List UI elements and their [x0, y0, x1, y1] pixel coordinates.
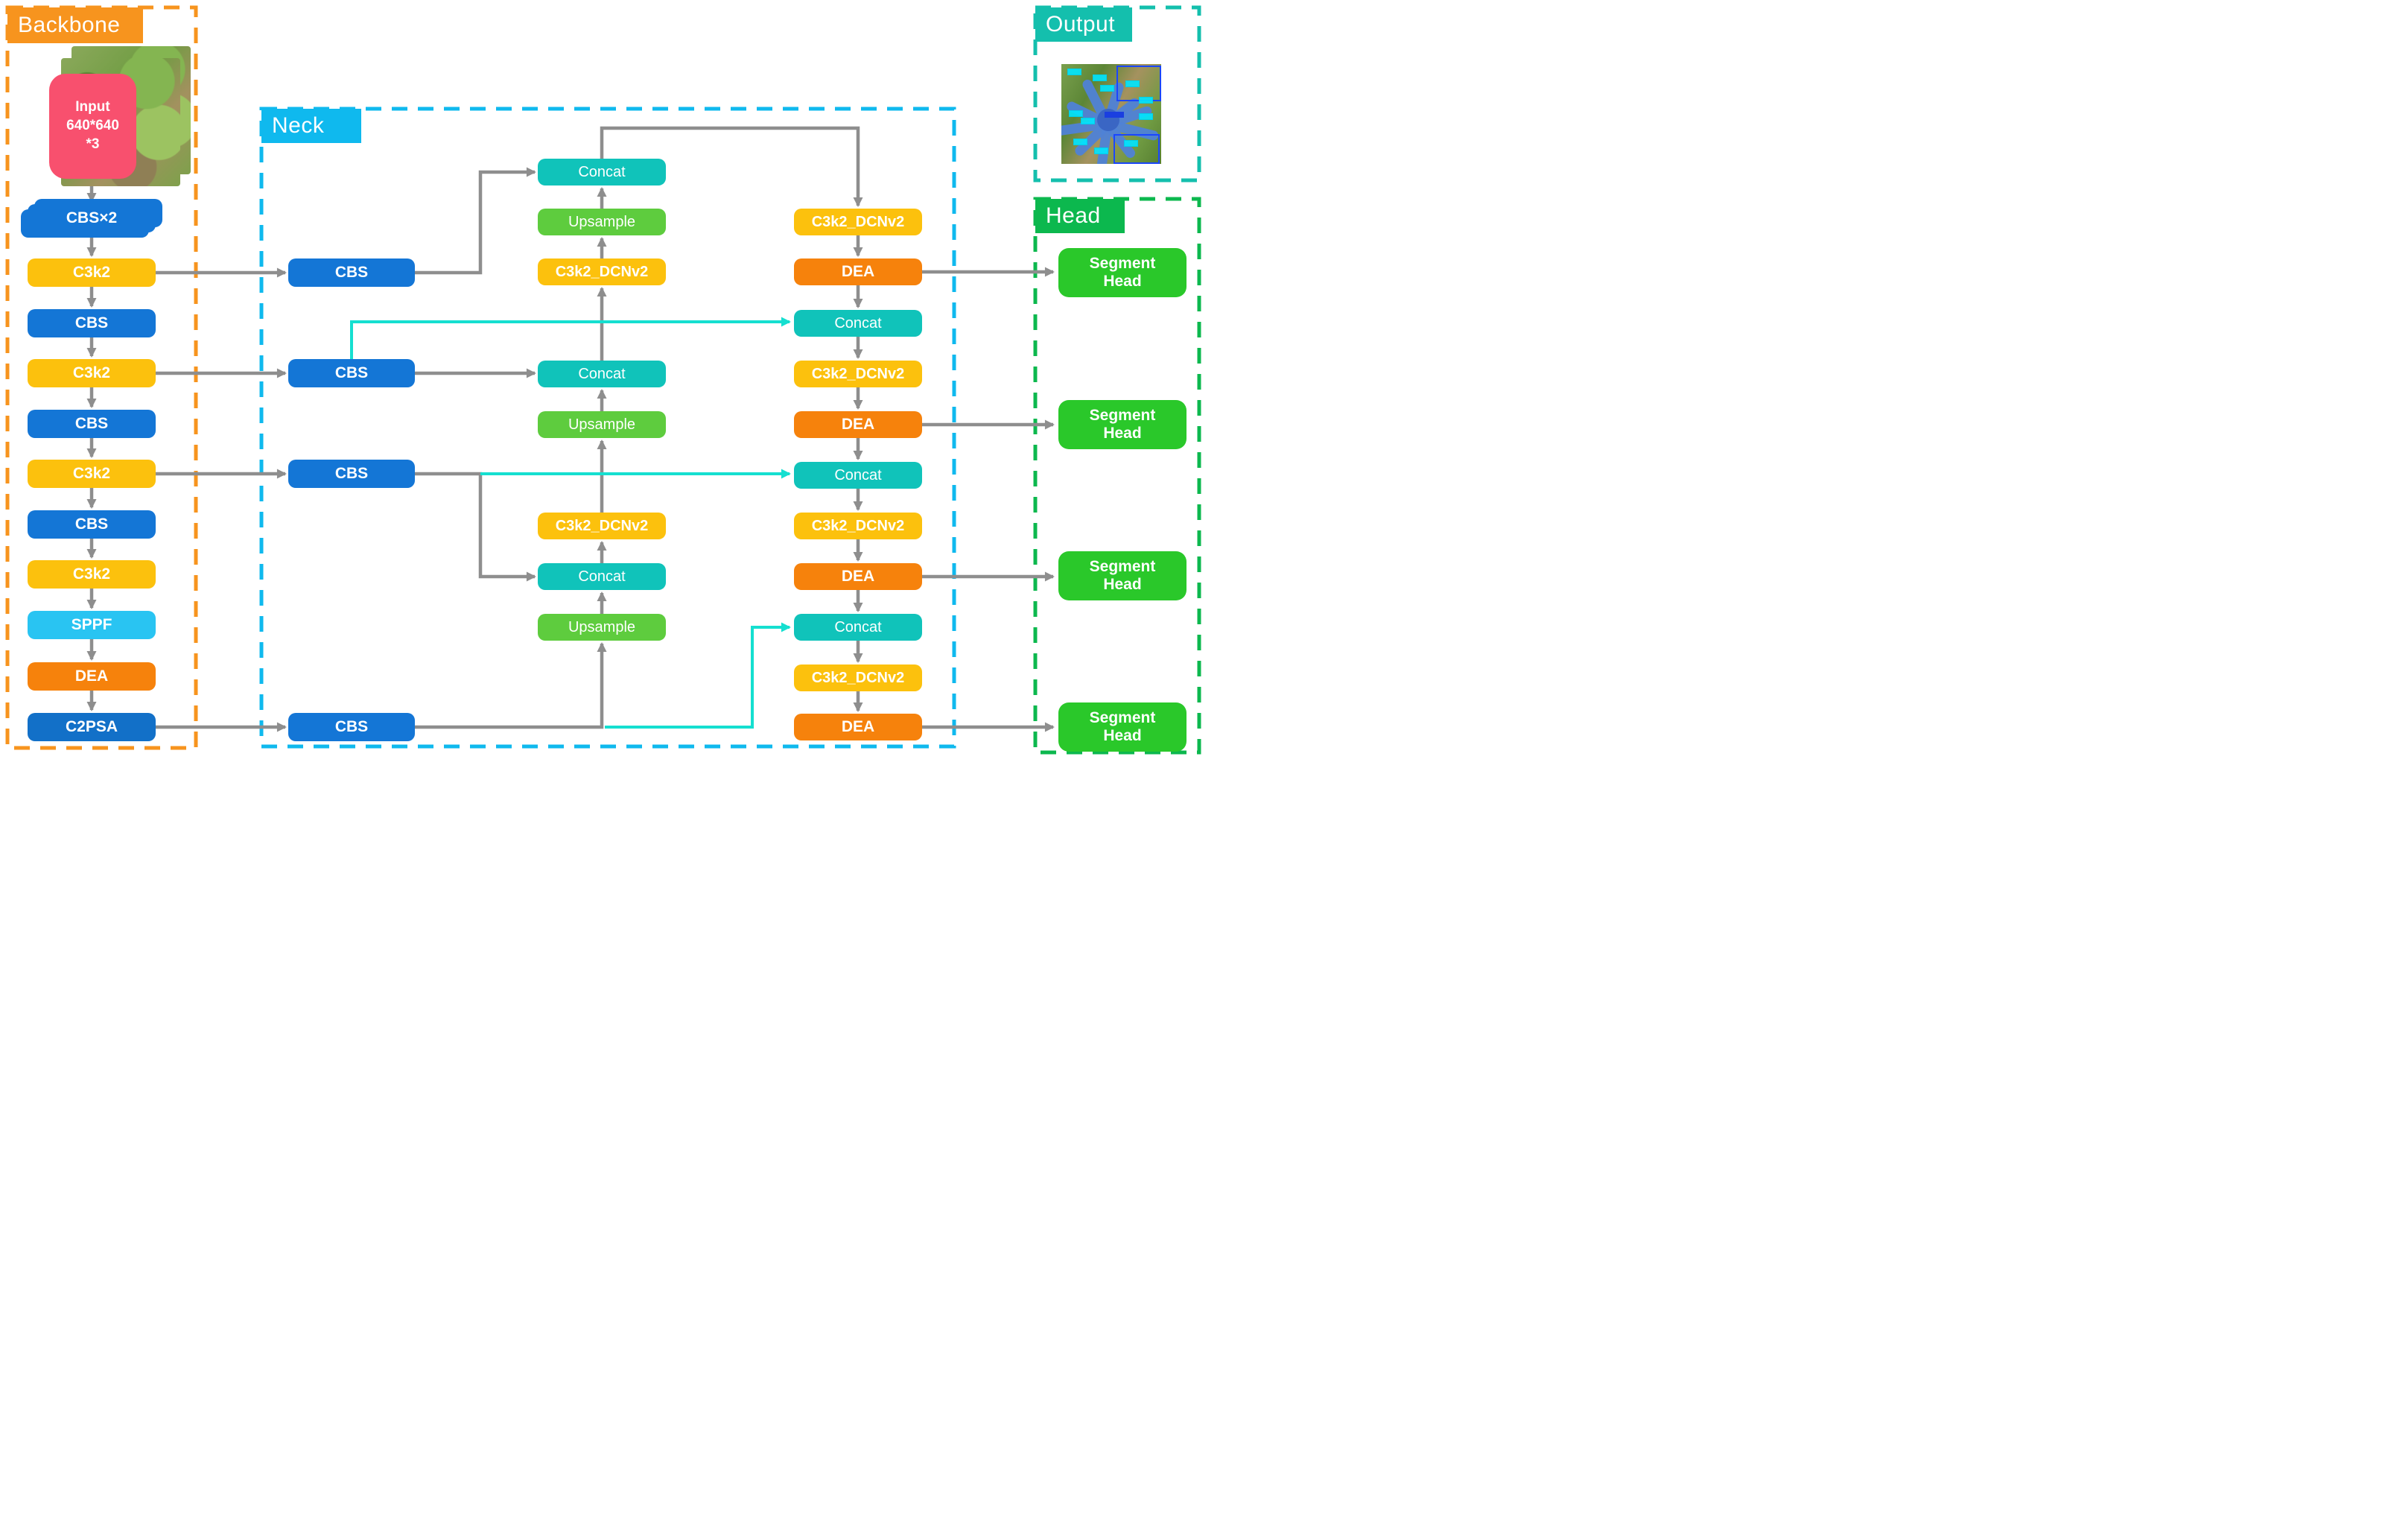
- detection-tag: [1139, 97, 1153, 104]
- detection-tag: [1139, 113, 1153, 120]
- neck-dea-1: DEA: [794, 258, 922, 285]
- detection-tag: [1125, 80, 1140, 87]
- neck-c3k2dcnv2-right-4: C3k2_DCNv2: [794, 664, 922, 691]
- backbone-block-c3k2-1: C3k2: [28, 258, 156, 287]
- backbone-block-sppf: SPPF: [28, 611, 156, 639]
- neck-upsample-1: Upsample: [538, 209, 666, 235]
- detection-tag-dark: [1105, 112, 1124, 118]
- detection-tag: [1124, 140, 1138, 147]
- detection-tag: [1093, 74, 1107, 81]
- backbone-block-c2psa: C2PSA: [28, 713, 156, 741]
- backbone-block-cbsx2: CBS×2: [28, 204, 156, 232]
- head-segment-3: Segment Head: [1058, 551, 1186, 600]
- architecture-diagram: Backbone Neck Output Head Input 640*640 …: [0, 0, 1204, 757]
- neck-section-label: Neck: [261, 109, 361, 143]
- head-segment-4: Segment Head: [1058, 702, 1186, 752]
- neck-c3k2dcnv2-mid-1: C3k2_DCNv2: [538, 258, 666, 285]
- detection-box: [1114, 134, 1160, 164]
- dea-to-head-arrows: [922, 267, 1055, 732]
- backbone-section-label: Backbone: [7, 7, 143, 43]
- neck-cbs-1: CBS: [288, 258, 415, 287]
- head-segment-1: Segment Head: [1058, 248, 1186, 297]
- neck-upsample-3: Upsample: [538, 614, 666, 641]
- neck-concat-right-1: Concat: [794, 310, 922, 337]
- neck-dea-2: DEA: [794, 411, 922, 438]
- connections-layer: [5, 5, 1201, 755]
- neck-concat-2: Concat: [538, 361, 666, 387]
- detection-tag: [1069, 110, 1083, 117]
- neck-concat-right-2: Concat: [794, 462, 922, 489]
- neck-cbs-2: CBS: [288, 359, 415, 387]
- backbone-section-border: [5, 5, 198, 750]
- detection-tag: [1067, 69, 1081, 75]
- backbone-block-c3k2-2: C3k2: [28, 359, 156, 387]
- output-section-label: Output: [1035, 7, 1132, 42]
- head-segment-2: Segment Head: [1058, 400, 1186, 449]
- detection-tag: [1094, 148, 1108, 154]
- neck-c3k2dcnv2-mid-2: C3k2_DCNv2: [538, 513, 666, 539]
- neck-dea-4: DEA: [794, 714, 922, 740]
- neck-section-border: [259, 107, 956, 749]
- neck-concat-3: Concat: [538, 563, 666, 590]
- neck-cbs-4: CBS: [288, 713, 415, 741]
- cyan-skip-connections: [350, 317, 791, 729]
- neck-c3k2dcnv2-right-3: C3k2_DCNv2: [794, 513, 922, 539]
- backbone-block-cbs-2: CBS: [28, 410, 156, 438]
- output-result-image: [1061, 64, 1161, 164]
- backbone-block-c3k2-3: C3k2: [28, 460, 156, 488]
- neck-dea-3: DEA: [794, 563, 922, 590]
- neck-c3k2dcnv2-right-1: C3k2_DCNv2: [794, 209, 922, 235]
- backbone-block-cbs-1: CBS: [28, 309, 156, 337]
- input-block: Input 640*640 *3: [49, 74, 136, 179]
- head-section-label: Head: [1035, 199, 1125, 233]
- neck-gray-connectors: [415, 126, 863, 729]
- neck-concat-1: Concat: [538, 159, 666, 185]
- neck-cbs-3: CBS: [288, 460, 415, 488]
- backbone-block-cbs-3: CBS: [28, 510, 156, 539]
- neck-upsample-2: Upsample: [538, 411, 666, 438]
- neck-c3k2dcnv2-right-2: C3k2_DCNv2: [794, 361, 922, 387]
- backbone-to-neck-arrows: [156, 267, 287, 732]
- detection-tag: [1100, 85, 1114, 92]
- backbone-block-dea: DEA: [28, 662, 156, 691]
- backbone-block-c3k2-4: C3k2: [28, 560, 156, 589]
- detection-tag: [1081, 118, 1095, 124]
- detection-tag: [1073, 139, 1087, 145]
- neck-concat-right-3: Concat: [794, 614, 922, 641]
